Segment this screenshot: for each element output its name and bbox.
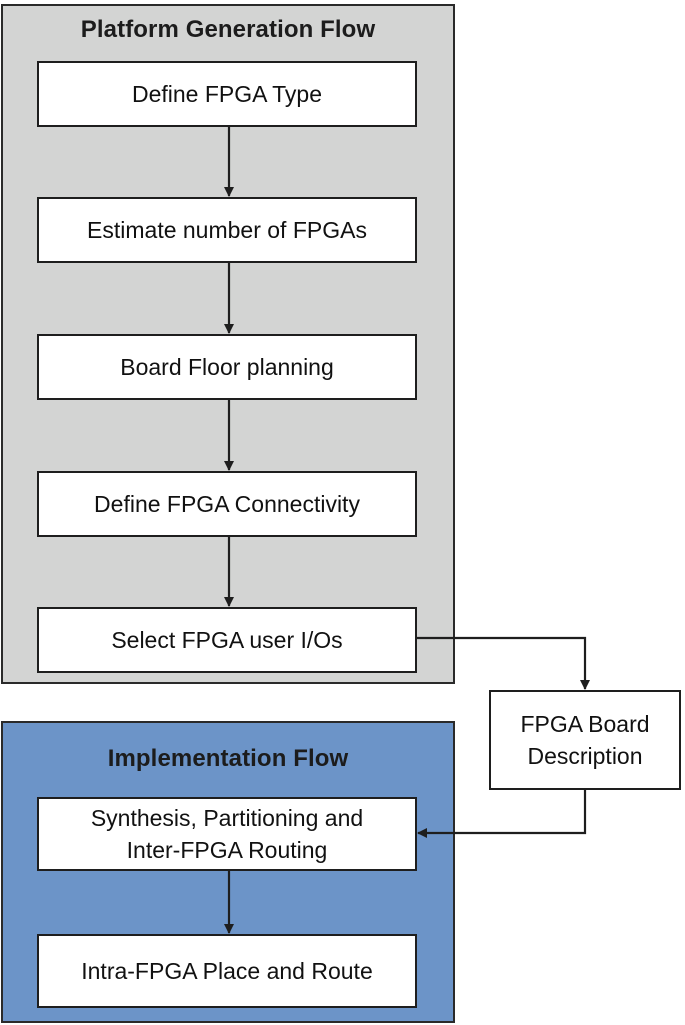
synthesis-line-2: Inter-FPGA Routing — [126, 837, 328, 863]
step-estimate-label: Estimate number of FPGAs — [87, 217, 367, 243]
step-define-fpga-connectivity: Define FPGA Connectivity — [37, 471, 417, 537]
step-estimate-number-of-fpgas: Estimate number of FPGAs — [37, 197, 417, 263]
step-synthesis-partitioning-routing: Synthesis, Partitioning and Inter-FPGA R… — [37, 797, 417, 871]
fpga-board-description-box: FPGA Board Description — [489, 690, 681, 790]
synthesis-line-1: Synthesis, Partitioning and — [90, 805, 364, 831]
step-select-fpga-user-ios: Select FPGA user I/Os — [37, 607, 417, 673]
step-intra-fpga-place-and-route: Intra-FPGA Place and Route — [37, 934, 417, 1008]
step-define-fpga-type-label: Define FPGA Type — [131, 81, 323, 107]
step-define-connectivity-label: Define FPGA Connectivity — [94, 491, 360, 517]
step-define-fpga-type: Define FPGA Type — [37, 61, 417, 127]
implementation-flow-title: Implementation Flow — [107, 745, 349, 772]
platform-flow-title: Platform Generation Flow — [80, 16, 376, 43]
step-board-floor-planning: Board Floor planning — [37, 334, 417, 400]
board-description-line-2: Description — [527, 743, 643, 769]
step-select-user-ios-label: Select FPGA user I/Os — [111, 627, 343, 653]
intra-fpga-place-route-label: Intra-FPGA Place and Route — [81, 958, 373, 984]
board-description-line-1: FPGA Board — [520, 711, 650, 737]
step-board-floor-planning-label: Board Floor planning — [120, 354, 334, 380]
